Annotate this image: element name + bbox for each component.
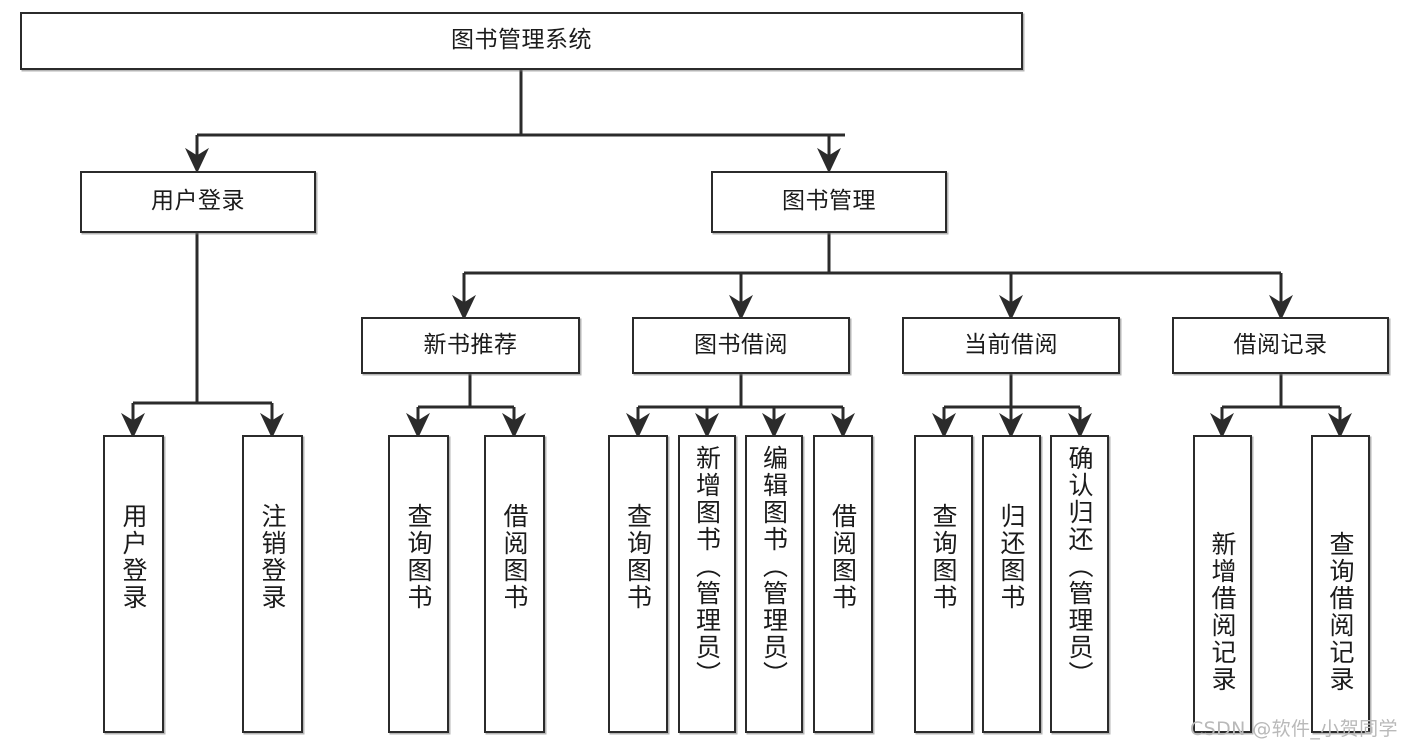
node-leaf-add-book-label: 新增图书（管理员） bbox=[692, 445, 722, 688]
node-leaf-return-book-label: 归还图书 bbox=[997, 503, 1026, 611]
node-leaf-add-record-label: 新增借阅记录 bbox=[1208, 531, 1237, 693]
node-book-borrow[interactable]: 图书借阅 bbox=[632, 317, 850, 374]
node-leaf-add-record[interactable]: 新增借阅记录 bbox=[1193, 435, 1252, 733]
node-user-login-label: 用户登录 bbox=[151, 188, 245, 215]
node-current-borrow-label: 当前借阅 bbox=[964, 331, 1058, 358]
node-leaf-query-book-2-label: 查询图书 bbox=[623, 503, 653, 611]
node-leaf-borrow-book-2[interactable]: 借阅图书 bbox=[813, 435, 873, 733]
node-leaf-logout[interactable]: 注销登录 bbox=[242, 435, 303, 733]
node-leaf-user-login-label: 用户登录 bbox=[119, 503, 148, 611]
csdn-watermark: CSDN @软件_小贺同学 bbox=[1190, 718, 1398, 740]
node-leaf-confirm-return-label: 确认归还（管理员） bbox=[1065, 445, 1094, 688]
node-new-book-rec-label: 新书推荐 bbox=[423, 331, 518, 358]
node-borrow-record[interactable]: 借阅记录 bbox=[1172, 317, 1389, 374]
node-leaf-query-record[interactable]: 查询借阅记录 bbox=[1311, 435, 1370, 733]
node-leaf-query-book-3[interactable]: 查询图书 bbox=[914, 435, 973, 733]
node-new-book-rec[interactable]: 新书推荐 bbox=[361, 317, 580, 374]
node-leaf-query-book-1[interactable]: 查询图书 bbox=[388, 435, 449, 733]
node-borrow-record-label: 借阅记录 bbox=[1233, 331, 1328, 358]
node-leaf-query-record-label: 查询借阅记录 bbox=[1326, 531, 1355, 693]
node-leaf-edit-book-label: 编辑图书（管理员） bbox=[759, 445, 789, 688]
node-book-manage-label: 图书管理 bbox=[782, 188, 876, 215]
node-leaf-borrow-book-2-label: 借阅图书 bbox=[828, 503, 858, 611]
node-leaf-borrow-book-1[interactable]: 借阅图书 bbox=[484, 435, 545, 733]
node-leaf-borrow-book-1-label: 借阅图书 bbox=[500, 503, 529, 611]
node-book-borrow-label: 图书借阅 bbox=[694, 331, 788, 358]
node-leaf-query-book-3-label: 查询图书 bbox=[929, 503, 958, 611]
node-root-label: 图书管理系统 bbox=[451, 27, 592, 54]
node-book-manage[interactable]: 图书管理 bbox=[711, 171, 947, 233]
node-leaf-return-book[interactable]: 归还图书 bbox=[982, 435, 1041, 733]
node-leaf-add-book[interactable]: 新增图书（管理员） bbox=[678, 435, 736, 733]
node-leaf-query-book-1-label: 查询图书 bbox=[404, 503, 433, 611]
node-leaf-edit-book[interactable]: 编辑图书（管理员） bbox=[745, 435, 803, 733]
node-leaf-logout-label: 注销登录 bbox=[258, 503, 287, 611]
node-leaf-query-book-2[interactable]: 查询图书 bbox=[608, 435, 668, 733]
node-user-login[interactable]: 用户登录 bbox=[80, 171, 316, 233]
node-leaf-confirm-return[interactable]: 确认归还（管理员） bbox=[1050, 435, 1109, 733]
node-current-borrow[interactable]: 当前借阅 bbox=[902, 317, 1120, 374]
node-root[interactable]: 图书管理系统 bbox=[20, 12, 1023, 70]
node-leaf-user-login[interactable]: 用户登录 bbox=[103, 435, 164, 733]
